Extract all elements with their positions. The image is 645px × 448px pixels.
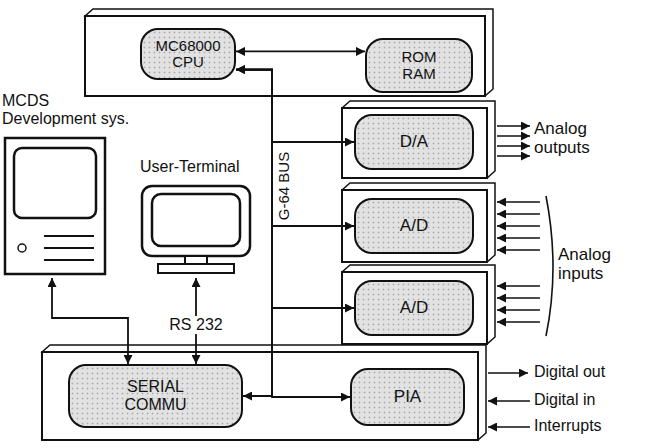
analog-input-arrow [497,225,540,227]
bus-connector [236,70,350,397]
digital-out-arrow [488,372,528,374]
digital-in-arrow [488,400,530,402]
computer-part [44,235,94,237]
node-text: D/A [400,133,428,152]
converter-box: A/D [354,198,474,254]
bus-connector [236,70,354,308]
converter-box: D/A [354,114,474,170]
user-terminal: User-Terminal [140,158,265,278]
analog-output-arrow [497,135,530,137]
serial-box: SERIAL COMMU [68,364,243,428]
bus-connector [52,278,128,364]
input-bracket [546,196,553,336]
terminal-part [142,186,250,256]
analog-input-arrow [497,213,540,215]
computer-part [18,244,26,252]
node-text: A/D [400,299,428,318]
signal-label: Digital in [534,391,642,409]
analog-input-arrow [497,297,540,299]
card-panel [342,190,487,262]
computer-part [5,138,105,274]
card-panels [42,9,495,440]
card-edge [42,345,486,440]
node-text: MC68000 CPU [148,38,228,71]
analog-input-arrow [497,237,540,239]
analog-input-arrow [497,249,540,251]
node-text: SERIAL COMMU [116,378,196,413]
computer-part [14,148,96,218]
analog-input-arrow [497,201,540,203]
card-panel [85,16,485,96]
card-edge [342,265,495,344]
node-text: MCDS Development sys. [2,92,138,127]
analog-output-arrow [497,145,530,147]
computer-icon [2,136,112,278]
node-text: A/D [400,217,428,236]
bus-connector [236,70,354,142]
analog-input-arrow [497,285,540,287]
analog-output-arrow [497,155,530,157]
computer-part [44,259,94,261]
node-text: ROM RAM [389,49,449,82]
development-computer: MCDS Development sys. [2,92,138,278]
card-panel [342,272,487,344]
bus-name: G-64 BUS [276,152,293,220]
signal-label: Analog inputs [558,246,642,283]
analog-output-arrow [497,125,530,127]
signal-label: Analog outputs [534,120,642,157]
node-text: PIA [394,388,421,407]
card-edge [342,183,495,262]
cpu-box: MC68000 CPU [140,28,236,80]
terminal-icon [140,184,255,278]
pia-box: PIA [350,368,465,426]
signal-arrows [488,126,553,427]
bus-connector [236,70,354,226]
converter-box: A/D [354,280,474,336]
memory-box: ROM RAM [365,38,473,93]
card-edge [85,9,493,96]
signal-label: Digital out [534,363,642,381]
interrupt-arrow [488,426,530,428]
edge-label: RS 232 [166,316,225,334]
card-panel [342,108,487,178]
analog-input-arrow [497,321,540,323]
node-text: User-Terminal [140,158,240,176]
card-edge [342,101,495,178]
signal-label: Interrupts [534,417,642,435]
terminal-part [185,256,207,264]
terminal-part [152,194,240,246]
bus-connector [236,51,365,53]
analog-input-arrow [497,309,540,311]
computer-part [44,247,94,249]
terminal-part [158,264,234,273]
